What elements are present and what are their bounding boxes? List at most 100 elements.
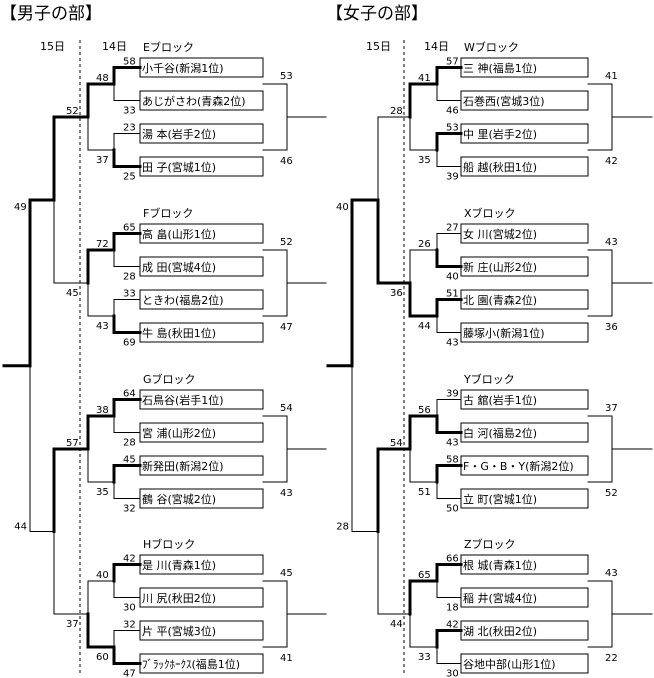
team-name: ときわ(福島2位) bbox=[142, 293, 224, 307]
block-label: Yブロック bbox=[463, 372, 515, 386]
score-label: 43 bbox=[96, 321, 109, 332]
score-label: 36 bbox=[390, 288, 403, 299]
team-name: 女 川(宮城2位) bbox=[463, 227, 537, 241]
team-name: 白 河(福島2位) bbox=[463, 426, 537, 440]
team-name: 高 畠(山形1位) bbox=[142, 227, 216, 241]
day-label-inner: 14日 bbox=[424, 40, 449, 53]
team-name: 宮 浦(山形2位) bbox=[142, 426, 216, 440]
score-label: 56 bbox=[418, 405, 431, 416]
team-name: 根 城(青森1位) bbox=[463, 558, 537, 572]
score-label: 30 bbox=[123, 603, 136, 614]
score-label: 69 bbox=[123, 338, 136, 349]
women-division: 【女子の部】 15日 14日 bbox=[326, 4, 449, 53]
score-label: 41 bbox=[605, 71, 618, 82]
score-label: 53 bbox=[446, 123, 459, 134]
score-label: 41 bbox=[280, 653, 293, 664]
day-label-inner: 14日 bbox=[102, 40, 127, 53]
team-name: 新 庄(山形2位) bbox=[463, 260, 537, 274]
team-name: 谷地中部(山形1位) bbox=[463, 657, 556, 671]
team-name: 石鳥谷(岩手1位) bbox=[142, 393, 224, 407]
team-name: 石巻西(宮城3位) bbox=[463, 94, 545, 108]
score-label: 25 bbox=[123, 172, 136, 183]
score-label: 32 bbox=[123, 504, 136, 515]
score-label: 33 bbox=[123, 106, 136, 117]
score-label: 45 bbox=[123, 455, 136, 466]
score-label: 47 bbox=[123, 669, 136, 678]
team-name: ﾌﾞﾗｯｸﾎｰｸｽ(福島1位) bbox=[142, 657, 240, 671]
block-label: Zブロック bbox=[464, 537, 516, 551]
score-label: 54 bbox=[390, 438, 403, 449]
score-label: 65 bbox=[418, 570, 431, 581]
score-label: 65 bbox=[123, 223, 136, 234]
score-label: 53 bbox=[280, 71, 293, 82]
score-label: 33 bbox=[418, 652, 431, 663]
block-label: Eブロック bbox=[143, 40, 194, 54]
score-label: 39 bbox=[446, 389, 459, 400]
team-name: 田 子(宮城1位) bbox=[142, 160, 216, 174]
team-name: F・G・B・Y(新潟2位) bbox=[463, 459, 574, 473]
score-label: 37 bbox=[66, 619, 79, 630]
score-label: 40 bbox=[96, 570, 109, 581]
score-label: 43 bbox=[446, 338, 459, 349]
score-label: 18 bbox=[446, 603, 459, 614]
score-label: 28 bbox=[336, 522, 349, 533]
day-label-outer: 15日 bbox=[366, 40, 391, 53]
score-label: 42 bbox=[123, 554, 136, 565]
block-label: Xブロック bbox=[464, 206, 516, 220]
score-label: 52 bbox=[66, 106, 79, 117]
score-label: 40 bbox=[336, 202, 349, 213]
score-label: 45 bbox=[66, 288, 79, 299]
score-label: 32 bbox=[123, 620, 136, 631]
score-label: 57 bbox=[446, 57, 459, 68]
score-label: 44 bbox=[390, 619, 403, 630]
score-label: 30 bbox=[446, 669, 459, 678]
score-label: 58 bbox=[446, 455, 459, 466]
score-label: 57 bbox=[66, 438, 79, 449]
score-label: 33 bbox=[123, 289, 136, 300]
team-name: 牛 島(秋田1位) bbox=[142, 326, 216, 340]
score-label: 58 bbox=[123, 57, 136, 68]
team-name: あじがさわ(青森2位) bbox=[142, 94, 246, 108]
score-label: 54 bbox=[280, 403, 293, 414]
score-label: 37 bbox=[96, 155, 109, 166]
day-label-outer: 15日 bbox=[40, 40, 65, 53]
score-label: 27 bbox=[446, 223, 459, 234]
team-name: 古 舘(岩手1位) bbox=[463, 393, 537, 407]
team-name: 三 神(福島1位) bbox=[463, 61, 537, 75]
score-label: 60 bbox=[96, 652, 109, 663]
block-label: Wブロック bbox=[464, 40, 519, 54]
score-label: 50 bbox=[446, 504, 459, 515]
score-label: 42 bbox=[605, 156, 618, 167]
score-label: 39 bbox=[446, 172, 459, 183]
score-label: 52 bbox=[280, 237, 293, 248]
team-name: 立 町(宮城1位) bbox=[463, 492, 537, 506]
team-name: 鶴 谷(宮城2位) bbox=[142, 492, 216, 506]
score-label: 48 bbox=[96, 73, 109, 84]
score-label: 42 bbox=[446, 620, 459, 631]
team-name: 川 尻(秋田2位) bbox=[142, 591, 216, 605]
team-name: 藤塚小(新潟1位) bbox=[463, 326, 545, 340]
score-label: 40 bbox=[446, 272, 459, 283]
division-title: 【男子の部】 bbox=[0, 4, 102, 24]
score-label: 49 bbox=[14, 202, 27, 213]
men-division: 【男子の部】 15日 14日 bbox=[0, 4, 127, 53]
team-name: 北 園(青森2位) bbox=[463, 293, 537, 307]
score-label: 44 bbox=[418, 321, 431, 332]
score-label: 43 bbox=[605, 237, 618, 248]
score-label: 46 bbox=[280, 156, 293, 167]
team-name: 船 越(秋田1位) bbox=[463, 160, 537, 174]
score-label: 43 bbox=[446, 438, 459, 449]
score-label: 46 bbox=[446, 106, 459, 117]
score-label: 22 bbox=[605, 653, 618, 664]
score-label: 51 bbox=[446, 289, 459, 300]
score-label: 36 bbox=[605, 322, 618, 333]
